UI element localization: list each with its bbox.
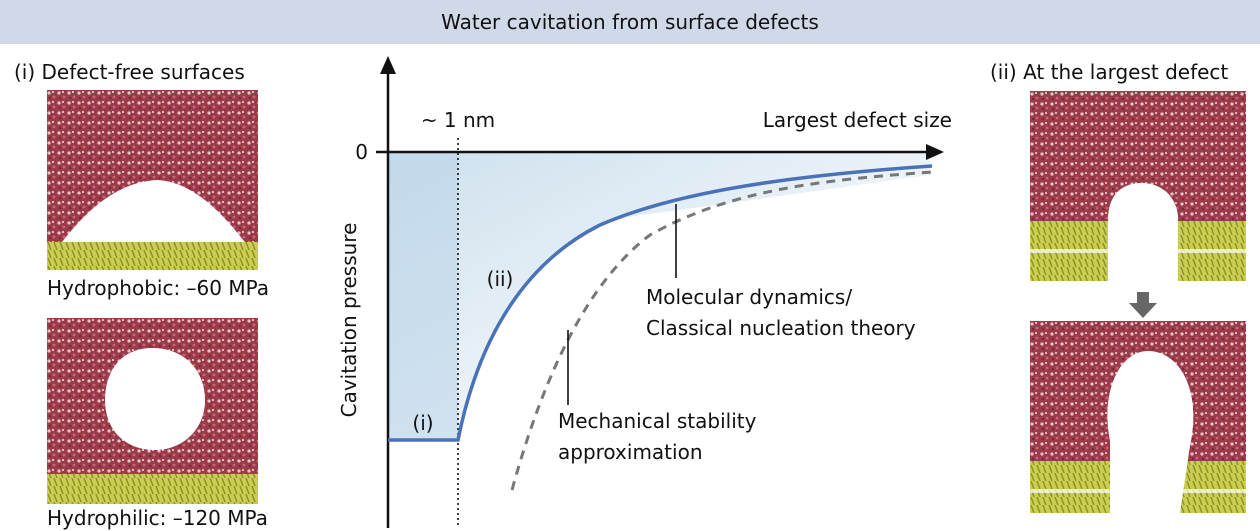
shaded-region-i bbox=[388, 152, 458, 440]
region-i-label: (i) bbox=[412, 411, 433, 435]
y-axis-arrow-icon bbox=[380, 56, 396, 74]
mechanical-stability-curve bbox=[510, 170, 933, 491]
figure-title: Water cavitation from surface defects bbox=[441, 10, 819, 34]
x-axis-arrow-icon bbox=[926, 144, 944, 160]
shaded-region bbox=[388, 152, 930, 440]
hydrophobic-simulation-image bbox=[47, 90, 258, 270]
hydrophobic-caption: Hydrophobic: –60 MPa bbox=[47, 276, 270, 300]
title-banner: Water cavitation from surface defects bbox=[0, 0, 1260, 44]
arrow-down-icon bbox=[1129, 292, 1157, 318]
left-panel-heading: (i) Defect-free surfaces bbox=[14, 60, 245, 84]
hydrophilic-simulation-image bbox=[47, 318, 258, 504]
right-panel-heading: (ii) At the largest defect bbox=[990, 60, 1229, 84]
region-ii-label: (ii) bbox=[487, 267, 514, 291]
x-axis-label: Largest defect size bbox=[763, 108, 952, 132]
zero-tick-label: 0 bbox=[355, 140, 368, 164]
y-axis-label: Cavitation pressure bbox=[337, 223, 361, 418]
md-label-line1: Molecular dynamics/ bbox=[646, 285, 852, 309]
defect-expanded-simulation-image bbox=[1030, 321, 1246, 513]
md-label-line2: Classical nucleation theory bbox=[646, 316, 916, 340]
msa-label-line1: Mechanical stability bbox=[558, 409, 757, 433]
threshold-label: ~ 1 nm bbox=[421, 108, 495, 132]
defect-initial-simulation-image bbox=[1030, 91, 1246, 281]
msa-label-line2: approximation bbox=[558, 440, 703, 464]
molecular-dynamics-curve bbox=[388, 164, 933, 442]
hydrophilic-caption: Hydrophilic: –120 MPa bbox=[47, 506, 268, 530]
